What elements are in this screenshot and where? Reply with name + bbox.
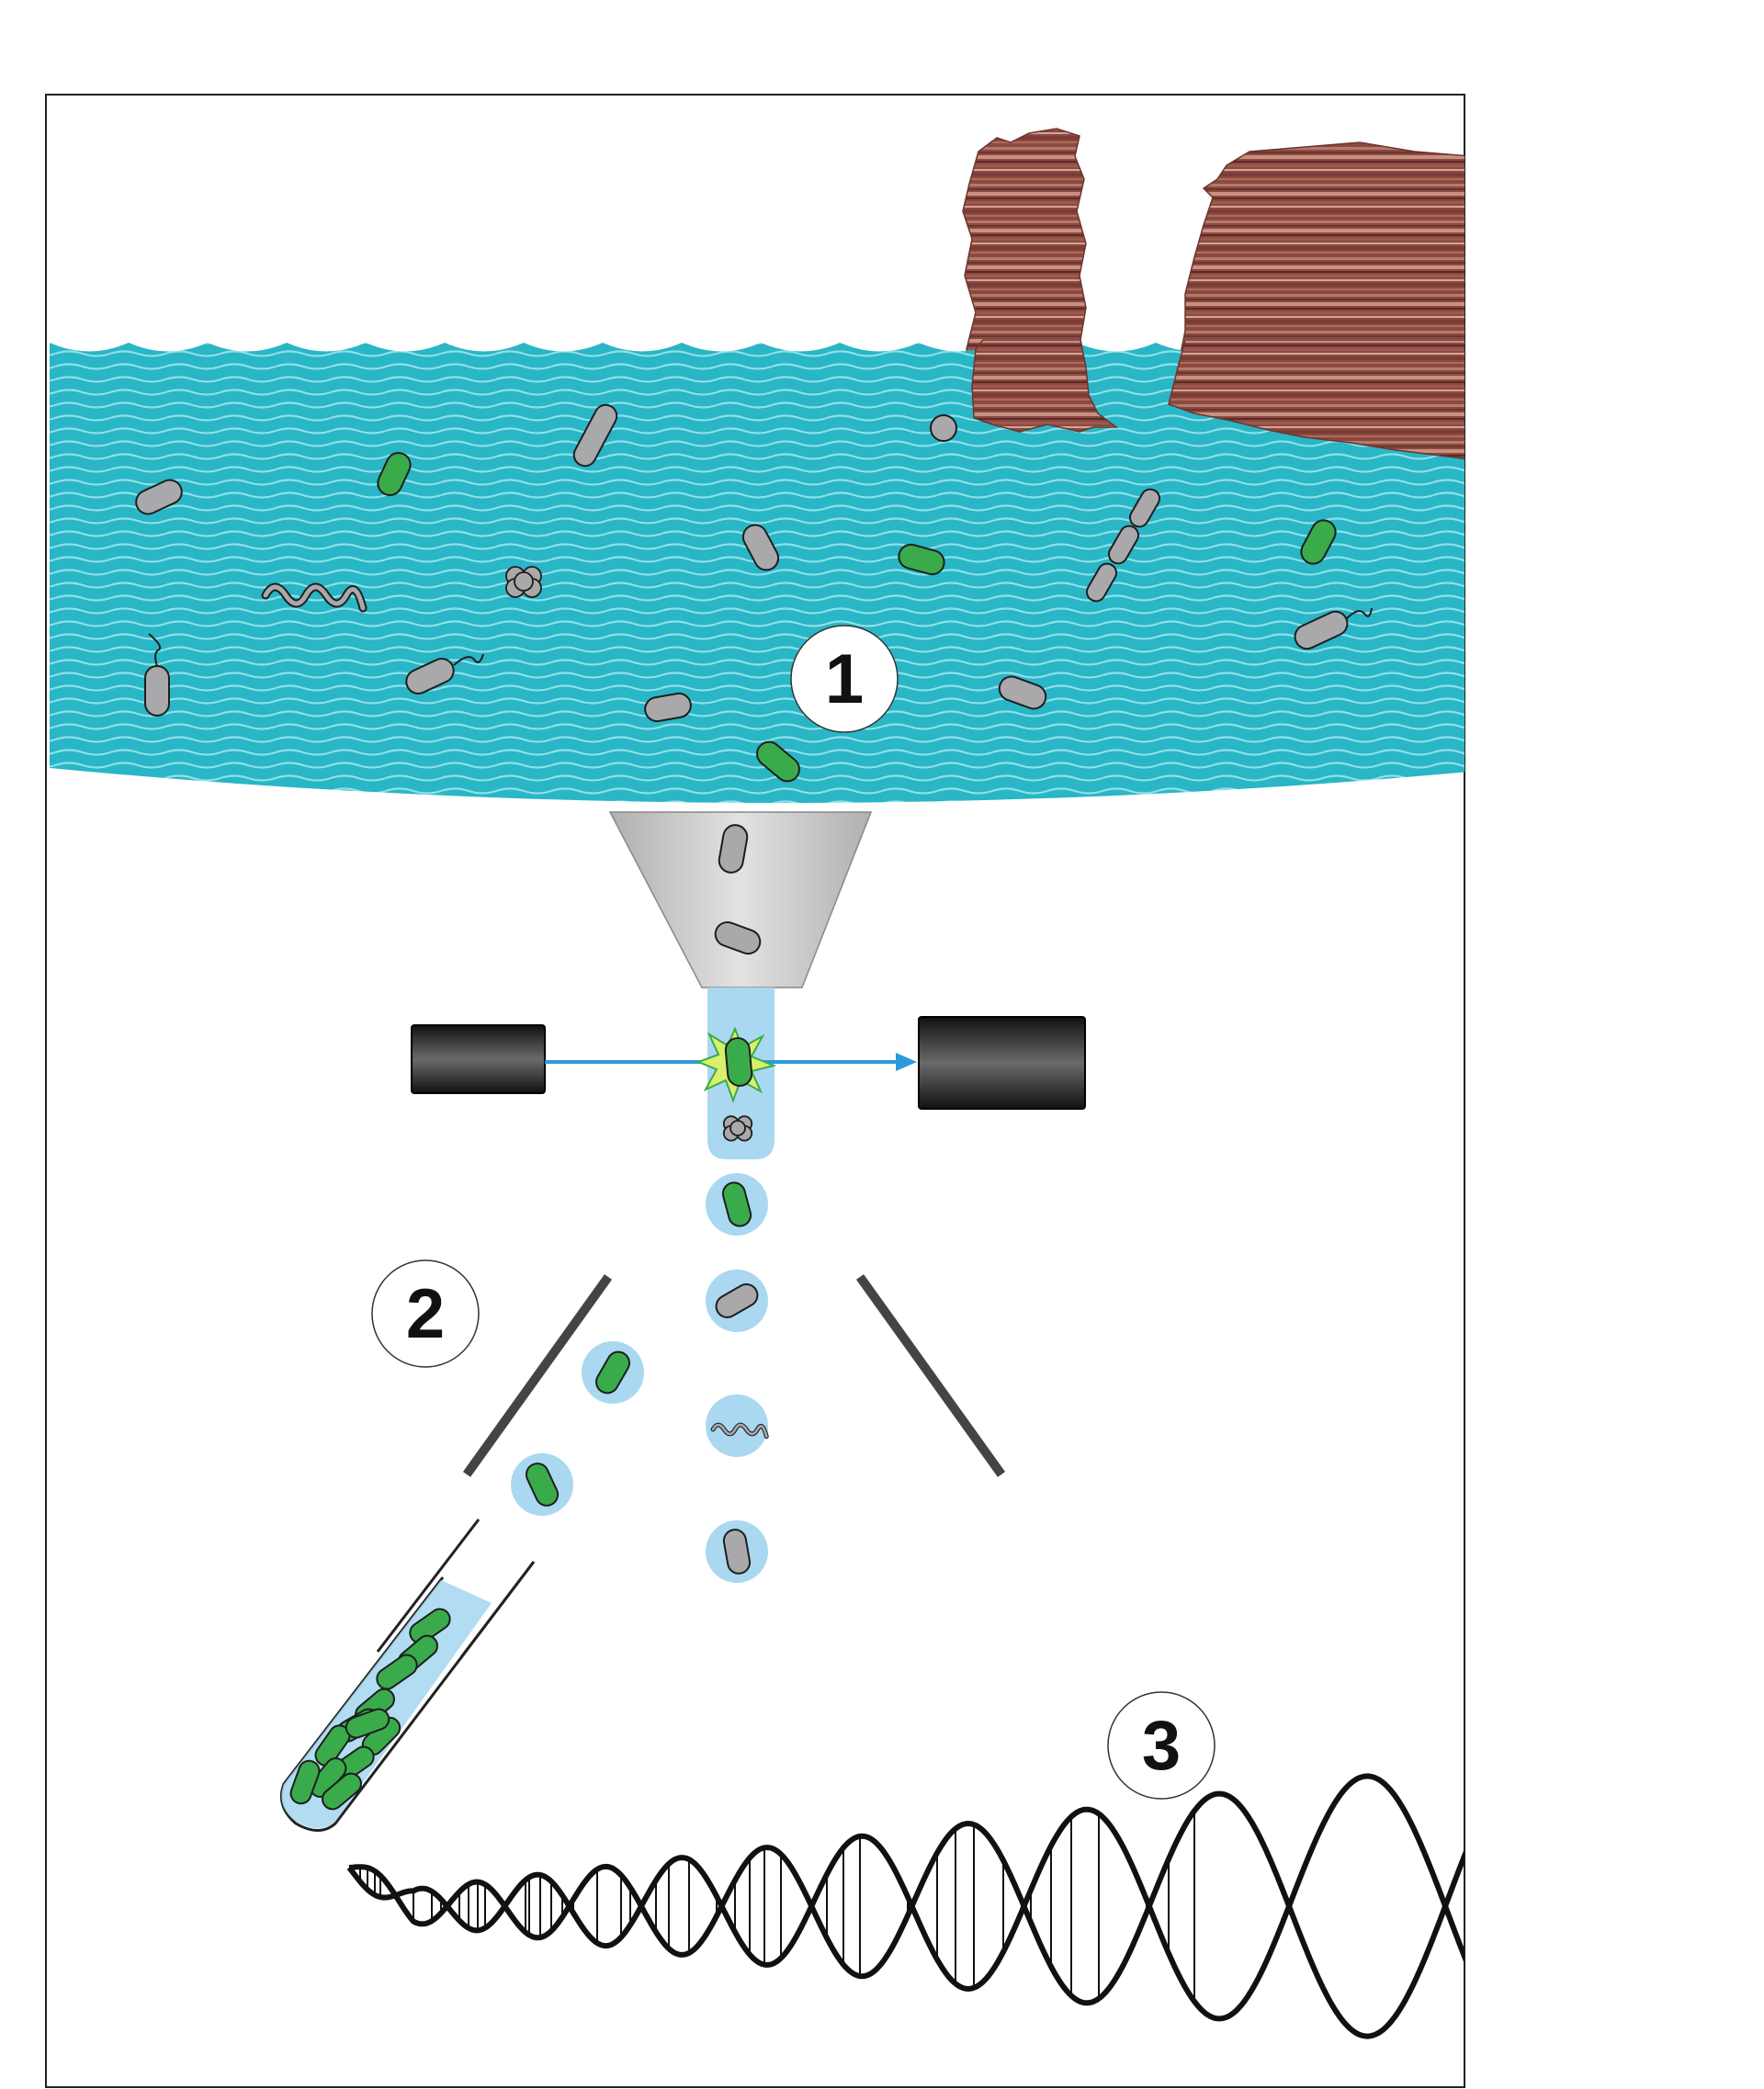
- step-3-marker: 3: [1107, 1691, 1216, 1800]
- dna-helix-icon: [346, 1773, 1464, 2039]
- bacterium-green: [376, 1654, 418, 1690]
- sorted-bacteria: [289, 1608, 451, 1811]
- dna-strand: [348, 1790, 1464, 2039]
- step-2-label: 2: [406, 1275, 445, 1353]
- bacterium-green: [377, 452, 412, 496]
- bacterium-green: [322, 1772, 362, 1811]
- bacterium-gray: [722, 1529, 752, 1575]
- coccus-cluster: [722, 1115, 753, 1142]
- bacterium-gray: [718, 824, 749, 874]
- deflector-plate-icon: [855, 1274, 1006, 1477]
- bacterium-gray: [714, 920, 762, 955]
- bacterium-gray: [1086, 562, 1117, 603]
- funnel-icon: [608, 811, 873, 988]
- bacterium-gray: [135, 479, 183, 515]
- droplet-stream: [511, 1173, 769, 1583]
- bacterium-gray: [572, 403, 618, 468]
- laser-arrowhead: [896, 1053, 917, 1071]
- bacterium-green: [595, 1350, 630, 1395]
- bacterium-green: [345, 1708, 390, 1739]
- laser-source-icon: [411, 1024, 546, 1094]
- bacterium-gray: [741, 524, 780, 571]
- bacterium-gray: [644, 692, 692, 723]
- bacterium-green: [525, 1462, 560, 1507]
- bacterium-gray: [715, 1283, 759, 1318]
- bacterium-green: [724, 1037, 753, 1087]
- bacterium-green: [756, 740, 800, 783]
- stream-bacteria: [722, 1037, 753, 1142]
- bacteria-group: [135, 403, 1373, 783]
- bacterium-gray: [1129, 488, 1160, 528]
- bacterium-green: [898, 543, 945, 576]
- step-3-label: 3: [1142, 1707, 1181, 1785]
- bacterium-green: [409, 1608, 451, 1644]
- detector-icon: [918, 1016, 1086, 1110]
- rock-base: [971, 339, 1464, 460]
- bacterium-green: [289, 1759, 321, 1805]
- step-2-marker: 2: [371, 1259, 480, 1368]
- step-1-label: 1: [825, 640, 864, 718]
- coccus-cluster: [505, 566, 542, 598]
- step-1-marker: 1: [790, 625, 899, 733]
- bacterium-gray: [1108, 525, 1139, 565]
- bacterium-gray: [144, 665, 170, 717]
- deflector-plate-icon: [462, 1274, 613, 1477]
- funnel-bacteria: [714, 824, 762, 955]
- bacterium-green: [1300, 519, 1337, 565]
- bacterium-green: [721, 1181, 752, 1227]
- coccus: [930, 414, 957, 442]
- bacterium-gray: [998, 675, 1047, 710]
- bacterium-gray: [405, 658, 455, 694]
- dna-strand: [346, 1773, 1464, 2022]
